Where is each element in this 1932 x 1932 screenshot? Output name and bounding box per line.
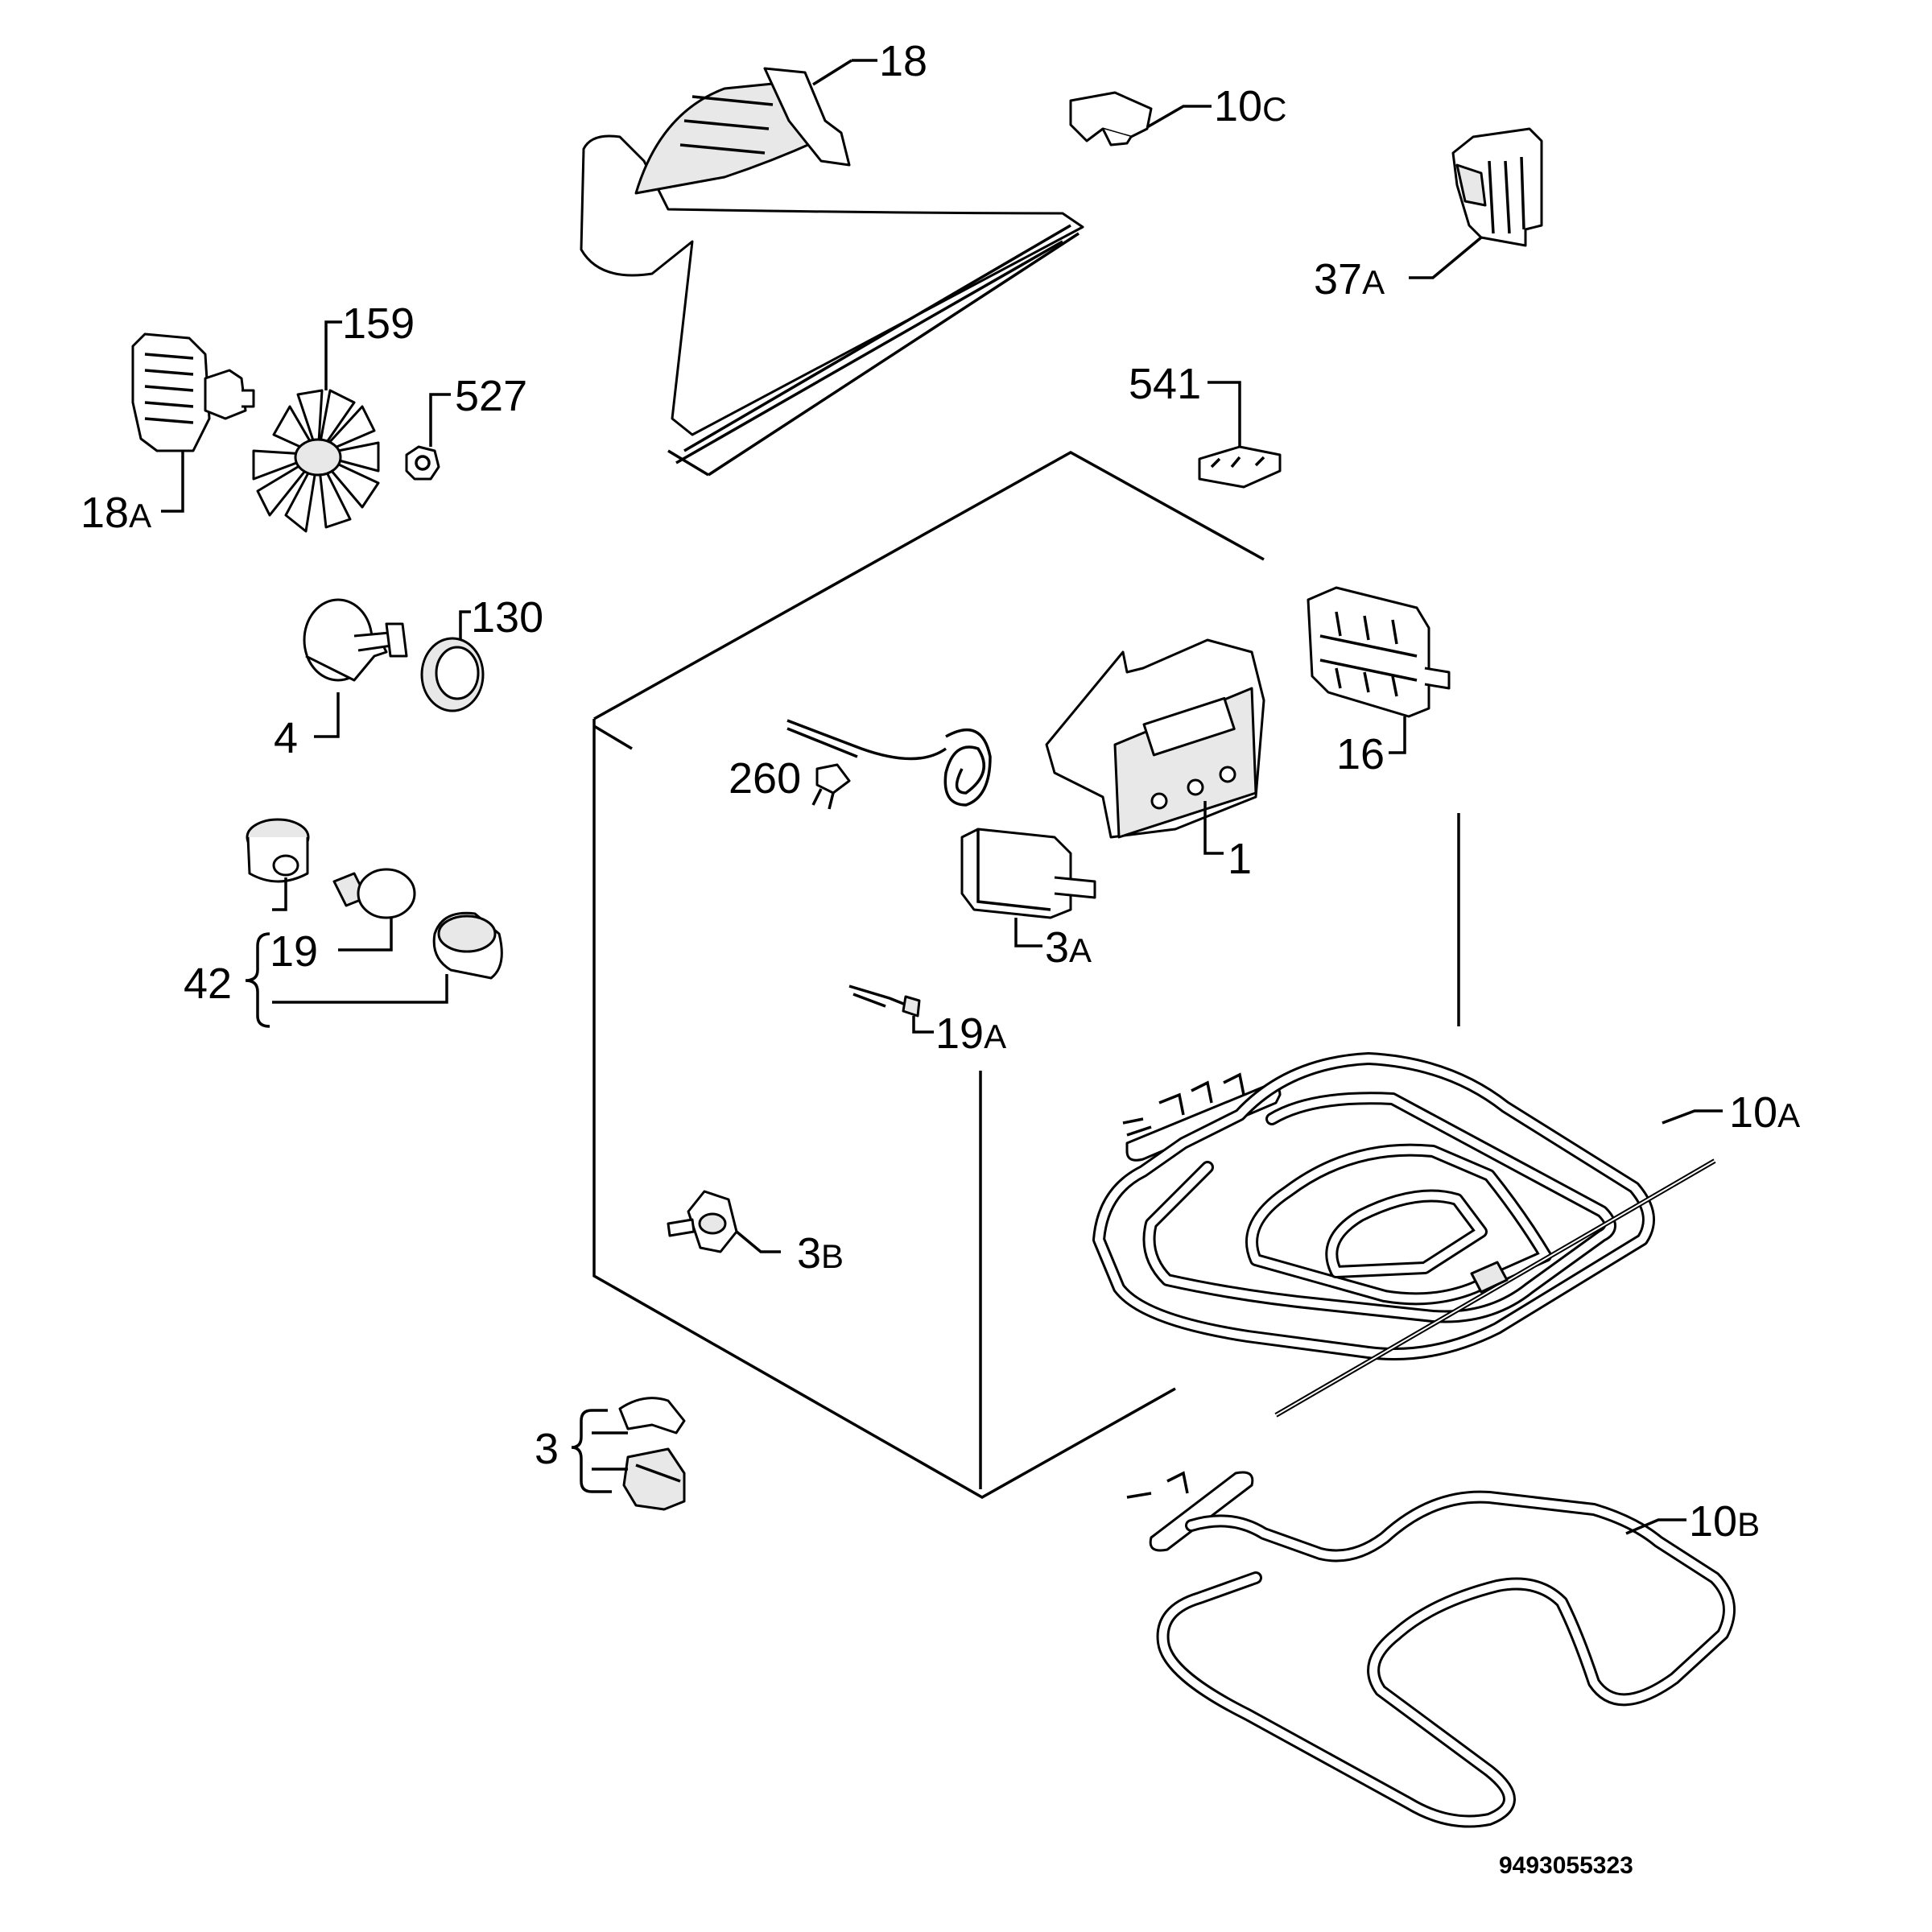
label-527: 527: [455, 372, 527, 420]
label-10c: 10C: [1214, 82, 1286, 130]
bushing-130-part: [420, 637, 485, 712]
bottom-element-10b-part: [1126, 1471, 1736, 1828]
label-130: 130: [471, 593, 543, 642]
fan-impeller-159-part: [252, 389, 380, 533]
label-3: 3: [535, 1425, 559, 1473]
bracket-10c-part: [1069, 91, 1153, 147]
label-10a: 10A: [1729, 1088, 1800, 1137]
clip-260-part: [811, 763, 851, 810]
fan-motor-18a-part: [131, 332, 255, 452]
label-42: 42: [184, 960, 232, 1008]
label-541: 541: [1129, 360, 1201, 408]
clip-set-3-part: [618, 1397, 686, 1511]
label-3a: 3A: [1045, 923, 1092, 972]
timer-display-1-part: [1045, 638, 1265, 839]
lamp-cover-part: [432, 911, 503, 980]
selector-switch-16-part: [1307, 586, 1451, 718]
oven-cavity-outline: [592, 450, 1460, 1500]
label-18: 18: [879, 37, 927, 85]
thermostat-3a-part: [786, 719, 1096, 919]
lamp-socket-part: [246, 818, 310, 883]
label-18a: 18A: [80, 489, 151, 537]
label-1: 1: [1228, 835, 1252, 883]
switch-37a-part: [1451, 127, 1543, 247]
fan-duct-part: [580, 67, 1084, 477]
label-16: 16: [1336, 730, 1385, 778]
label-19: 19: [270, 927, 318, 976]
label-4: 4: [274, 714, 298, 762]
safety-thermostat-3b-part: [667, 1190, 738, 1253]
drawing-number: 9493055323: [1499, 1852, 1633, 1879]
label-10b: 10B: [1689, 1497, 1760, 1546]
label-159: 159: [342, 299, 415, 348]
lamp-bulb-19-part: [332, 868, 416, 919]
sensor-19a-part: [848, 985, 921, 1018]
label-19a: 19A: [935, 1009, 1006, 1058]
label-37a: 37A: [1314, 255, 1385, 303]
motor-4-part: [303, 598, 408, 682]
connector-541-part: [1198, 445, 1282, 489]
label-3b: 3B: [797, 1229, 844, 1278]
grill-element-10a-part: [1092, 1052, 1716, 1418]
nut-527-part: [405, 445, 440, 481]
label-260: 260: [729, 754, 801, 803]
